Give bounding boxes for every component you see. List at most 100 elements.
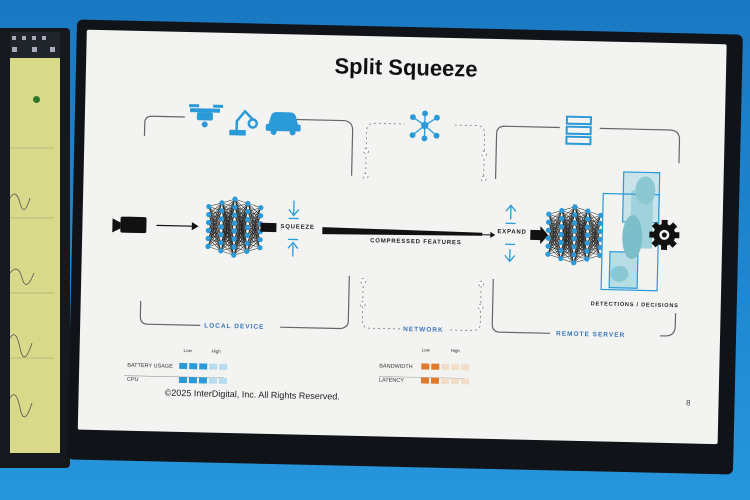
net-node [558, 239, 564, 246]
net-node [218, 240, 224, 246]
page-number: 8 [685, 398, 691, 408]
net-node [546, 211, 552, 217]
meter-left-low: Low [183, 348, 192, 354]
net-node [558, 231, 564, 238]
camera-icon [112, 216, 147, 234]
net-node [545, 243, 551, 249]
meter-cell [189, 363, 198, 370]
net-node [244, 216, 251, 223]
net-node [571, 228, 578, 234]
net-node [585, 208, 591, 214]
meter-cell [451, 364, 460, 371]
left-monitor-screen [10, 58, 60, 453]
net-node [245, 200, 251, 207]
meter-cell [461, 364, 470, 371]
net-node [558, 223, 565, 230]
meter-cell [198, 377, 207, 384]
meter-battery [179, 362, 228, 370]
net-node [218, 224, 225, 230]
net-node [206, 203, 212, 210]
net-node [559, 207, 565, 214]
meter-cell [218, 377, 227, 384]
net-node [572, 204, 578, 210]
net-node [571, 260, 577, 266]
squeeze-label: SQUEEZE [280, 224, 315, 231]
detection-visual [600, 171, 661, 292]
net-node [244, 224, 251, 231]
left-monitor-toolbar [10, 32, 60, 58]
net-node [205, 219, 212, 226]
gear-icon [649, 219, 680, 250]
net-node [559, 215, 565, 222]
net-node [231, 252, 237, 258]
net-node [244, 232, 250, 239]
meter-cell [199, 363, 208, 370]
net-node [231, 236, 237, 242]
net-node [258, 205, 264, 211]
net-node [584, 240, 590, 246]
net-node [231, 220, 238, 226]
net-node [584, 224, 591, 230]
net-node [597, 236, 603, 243]
net-node [232, 204, 238, 210]
meter-cell [460, 378, 470, 385]
net-node [584, 248, 590, 254]
meter-battery-label: BATTERY USAGE [127, 362, 173, 370]
local-neural-net [205, 196, 264, 258]
net-node [257, 245, 263, 251]
expand-label: EXPAND [497, 229, 527, 236]
net-node [545, 251, 551, 257]
net-node [597, 228, 604, 235]
meter-right-low: Low [421, 347, 430, 353]
meter-cell [219, 363, 228, 370]
net-node [232, 212, 238, 218]
meter-cpu-label: CPU [126, 376, 139, 383]
net-node [571, 236, 577, 242]
net-node [572, 212, 578, 218]
remote-neural-net [545, 204, 604, 266]
meter-cell [431, 363, 440, 370]
net-node [571, 244, 577, 250]
car-icon [265, 112, 301, 136]
slide: Split Squeeze [77, 29, 727, 445]
meter-cell [421, 363, 430, 370]
network-node-icon [409, 110, 440, 142]
meter-cpu [178, 376, 227, 384]
meter-cell [188, 377, 197, 384]
squeeze-block [260, 222, 277, 233]
net-node [206, 211, 212, 218]
net-node [545, 219, 552, 225]
net-node [257, 237, 263, 243]
meter-cell [430, 377, 440, 384]
network-label: NETWORK [403, 325, 444, 334]
net-node [597, 252, 603, 259]
net-node [585, 216, 591, 222]
meter-right-high: High [450, 348, 460, 354]
meter-bandwidth [421, 363, 470, 371]
net-node [244, 240, 250, 247]
net-node [558, 247, 564, 254]
expand-arrow [530, 226, 549, 245]
meter-bandwidth-label: BANDWIDTH [379, 363, 413, 371]
net-node [219, 208, 225, 214]
net-node [545, 227, 552, 233]
diagram [112, 104, 681, 379]
robot-arm-icon [229, 109, 259, 136]
network-frame [359, 122, 488, 331]
net-node [231, 244, 237, 250]
meter-cell [440, 377, 450, 385]
meter-cell [441, 363, 450, 371]
meter-left-high: High [211, 348, 221, 354]
local-device-label: LOCAL DEVICE [204, 322, 265, 331]
net-node [584, 256, 590, 262]
drone-icon [189, 104, 224, 128]
camera-arrow [156, 222, 199, 231]
net-node [258, 213, 264, 219]
net-node [545, 235, 551, 241]
meter-cell [450, 378, 460, 385]
net-node [205, 243, 211, 250]
net-node [205, 235, 211, 242]
status-dot [33, 96, 40, 103]
net-node [205, 227, 211, 234]
meter-cell [209, 363, 218, 370]
